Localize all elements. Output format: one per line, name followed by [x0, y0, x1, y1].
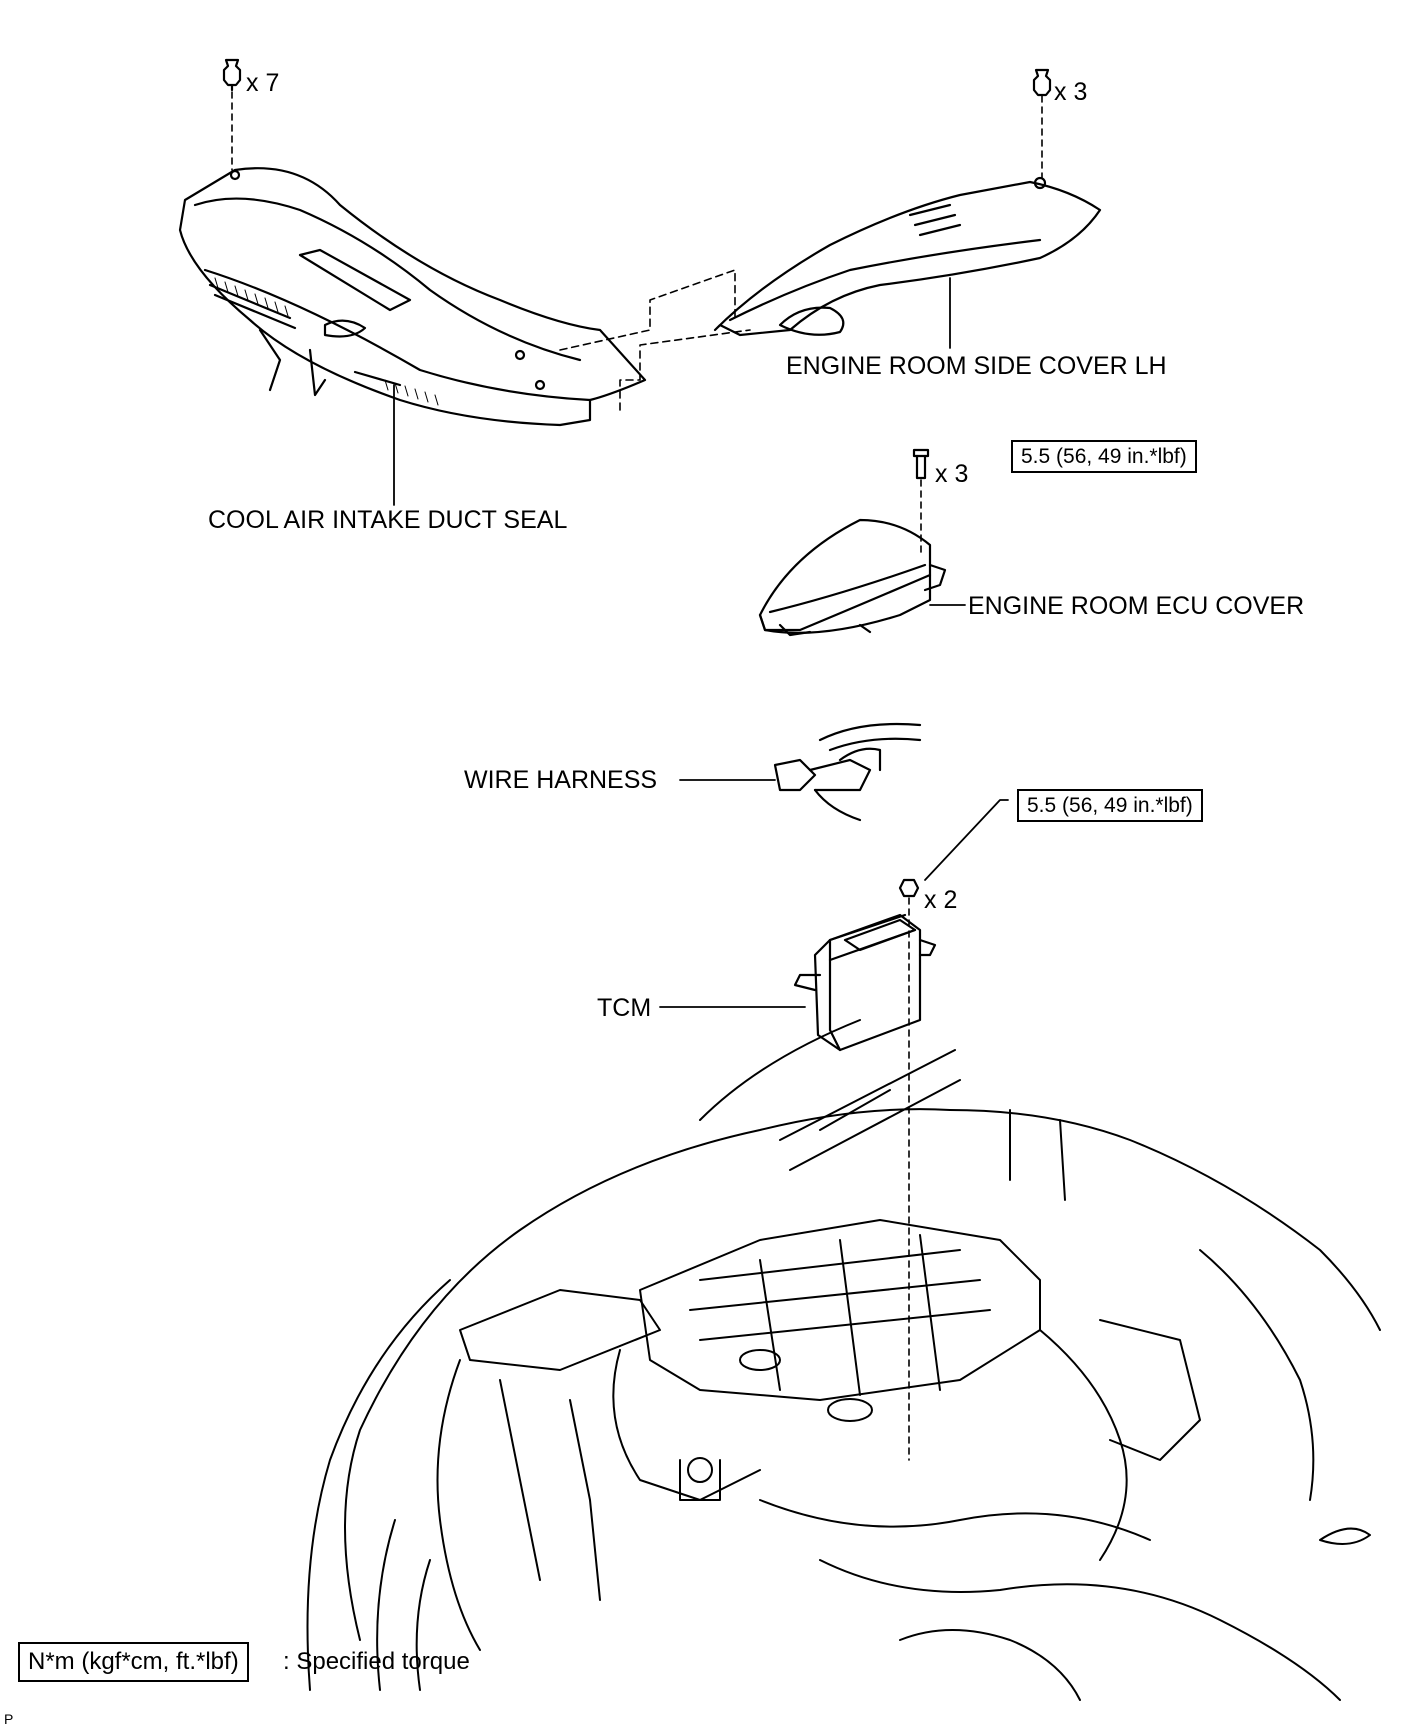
torque-tcm-nuts: 5.5 (56, 49 in.*lbf): [1017, 789, 1203, 822]
qty-ecu-cover-bolts: x 3: [935, 460, 969, 488]
ecu-cover-bolt-icon: [912, 448, 930, 480]
qty-side-cover-clips: x 3: [1054, 78, 1088, 106]
label-tcm: TCM: [597, 994, 652, 1022]
engine-room-side-cover-lh-drawing: [713, 176, 1102, 337]
qty-tcm-nuts: x 2: [924, 886, 958, 914]
label-cool-air-intake-duct-seal: COOL AIR INTAKE DUCT SEAL: [208, 506, 568, 534]
label-wire-harness: WIRE HARNESS: [464, 766, 658, 794]
vehicle-engine-compartment-drawing: [306, 1019, 1381, 1701]
engine-room-ecu-cover-drawing: [758, 518, 947, 637]
duct-seal-clip-icon: [222, 58, 242, 92]
alignment-dashed-lines: [559, 269, 751, 411]
legend-torque-unit: N*m (kgf*cm, ft.*lbf): [18, 1642, 249, 1682]
tcm-drawing: [793, 913, 937, 1052]
label-engine-room-side-cover-lh: ENGINE ROOM SIDE COVER LH: [786, 352, 1167, 380]
leader-lines: [393, 277, 1009, 1008]
legend-description: : Specified torque: [283, 1648, 470, 1675]
torque-ecu-cover-bolts: 5.5 (56, 49 in.*lbf): [1011, 440, 1197, 473]
qty-duct-seal-clips: x 7: [246, 69, 280, 97]
side-cover-clip-icon: [1032, 68, 1052, 97]
tcm-nut-icon: [898, 878, 920, 898]
wire-harness-drawing: [773, 722, 922, 822]
leader-tcm-torque: [924, 799, 1009, 881]
cool-air-intake-duct-seal-drawing: [178, 167, 647, 427]
corner-mark: P: [4, 1711, 14, 1727]
label-engine-room-ecu-cover: ENGINE ROOM ECU COVER: [968, 592, 1305, 620]
